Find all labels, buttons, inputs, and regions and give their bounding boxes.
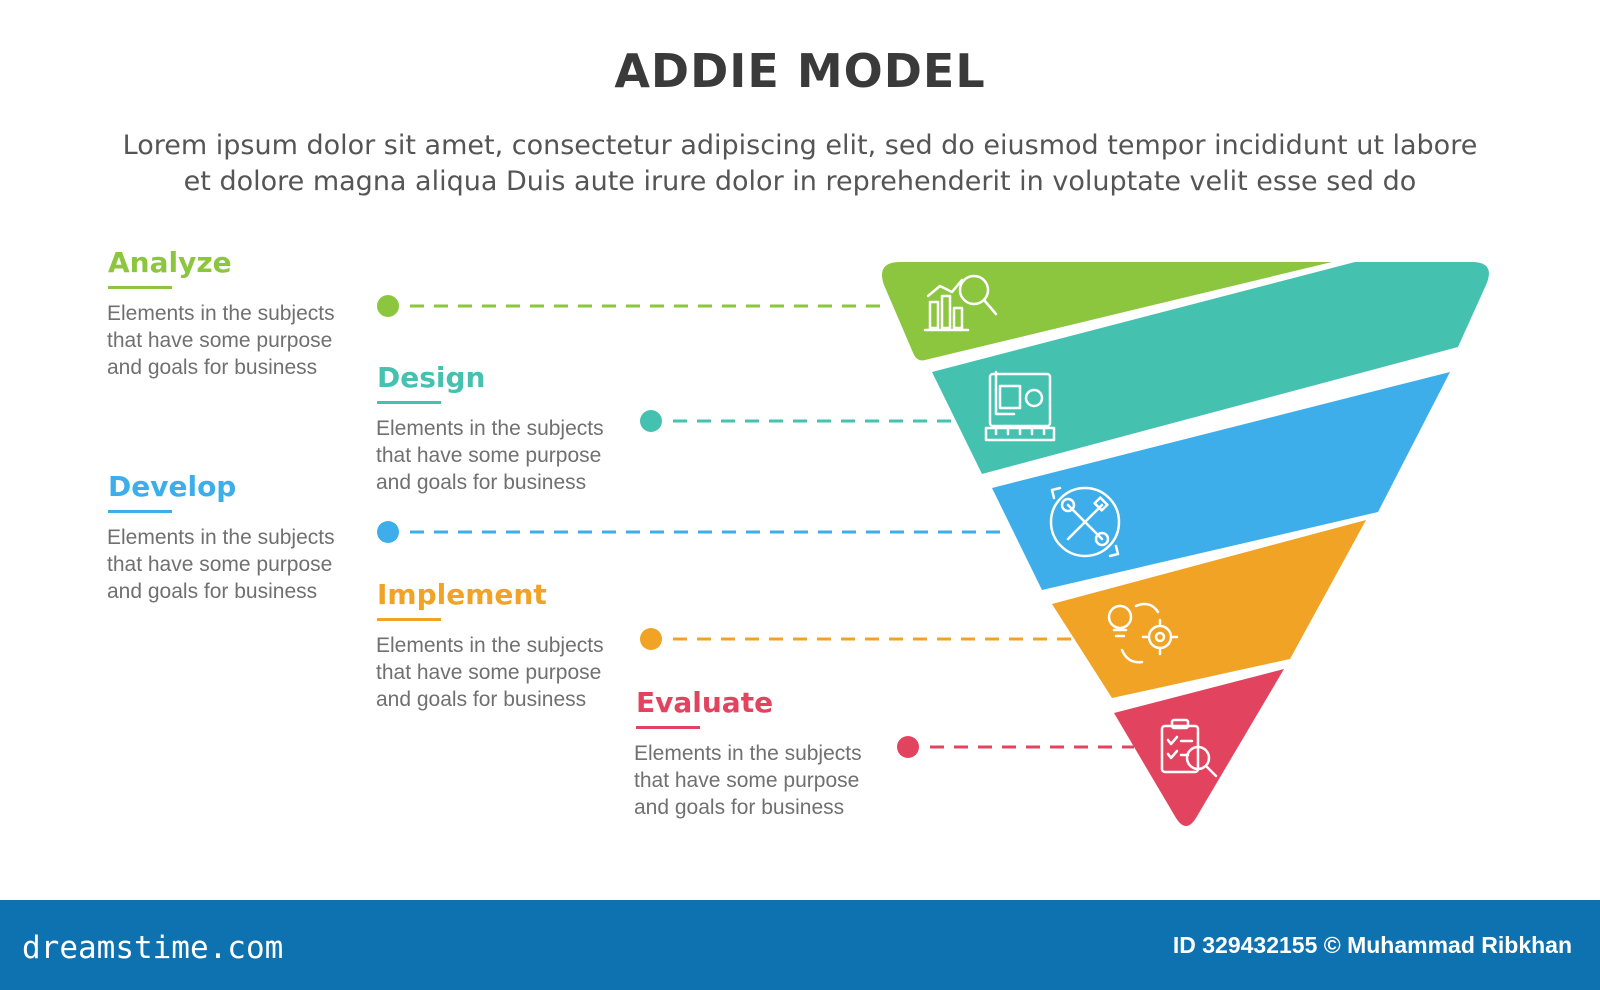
step-desc-line: that have some purpose — [376, 444, 602, 467]
step-desc-design: Elements in the subjects that have some … — [376, 415, 626, 496]
connector-dot-evaluate — [897, 736, 919, 758]
step-desc-line: Elements in the subjects — [376, 417, 604, 440]
step-underline-develop — [108, 510, 172, 513]
step-underline-analyze — [108, 286, 172, 289]
step-title-develop: Develop — [108, 470, 237, 503]
step-desc-line: and goals for business — [634, 796, 845, 819]
step-title-analyze: Analyze — [108, 246, 232, 279]
step-desc-evaluate: Elements in the subjects that have some … — [634, 740, 884, 821]
step-desc-line: and goals for business — [107, 356, 318, 379]
step-underline-evaluate — [636, 726, 700, 729]
step-desc-analyze: Elements in the subjects that have some … — [107, 300, 357, 381]
connector-dot-design — [640, 410, 662, 432]
step-desc-implement: Elements in the subjects that have some … — [376, 632, 626, 713]
funnel-diagram — [377, 262, 1489, 826]
step-desc-line: that have some purpose — [107, 329, 333, 352]
clipboard-magnifier-icon — [1160, 718, 1218, 778]
step-desc-develop: Elements in the subjects that have some … — [107, 524, 357, 605]
step-title-design: Design — [377, 361, 486, 394]
step-desc-line: and goals for business — [376, 471, 587, 494]
connector-dot-develop — [377, 521, 399, 543]
step-desc-line: Elements in the subjects — [376, 634, 604, 657]
step-desc-line: Elements in the subjects — [107, 302, 335, 325]
footer-credit: ID 329432155 © Muhammad Ribkhan — [1172, 932, 1572, 958]
funnel-segment-implement — [1052, 520, 1366, 698]
blueprint-ruler-icon — [984, 370, 1056, 442]
step-desc-line: Elements in the subjects — [634, 742, 862, 765]
step-underline-implement — [377, 618, 441, 621]
step-title-implement: Implement — [377, 578, 547, 611]
funnel-segment-analyze — [882, 262, 1332, 361]
subtitle-line-1: Lorem ipsum dolor sit amet, consectetur … — [122, 130, 1478, 161]
page-title: ADDIE MODEL — [614, 44, 986, 98]
step-desc-line: that have some purpose — [107, 553, 333, 576]
step-desc-line: that have some purpose — [634, 769, 860, 792]
connector-dot-implement — [640, 628, 662, 650]
step-desc-line: Elements in the subjects — [107, 526, 335, 549]
funnel-segment-design — [932, 262, 1489, 474]
footer-logo[interactable]: dreamstime.com — [22, 930, 284, 966]
step-title-evaluate: Evaluate — [636, 686, 774, 719]
wrench-tools-cycle-icon — [1049, 486, 1121, 558]
footer-bar: dreamstime.com ID 329432155 © Muhammad R… — [0, 900, 1600, 990]
step-desc-line: that have some purpose — [376, 661, 602, 684]
page-subtitle: Lorem ipsum dolor sit amet, consectetur … — [60, 128, 1540, 200]
subtitle-line-2: et dolore magna aliqua Duis aute irure d… — [183, 166, 1417, 197]
lightbulb-gear-icon — [1107, 602, 1179, 664]
step-desc-line: and goals for business — [376, 688, 587, 711]
step-desc-line: and goals for business — [107, 580, 318, 603]
connector-dot-analyze — [377, 295, 399, 317]
analysis-chart-magnifier-icon — [923, 274, 998, 332]
step-underline-design — [377, 401, 441, 404]
